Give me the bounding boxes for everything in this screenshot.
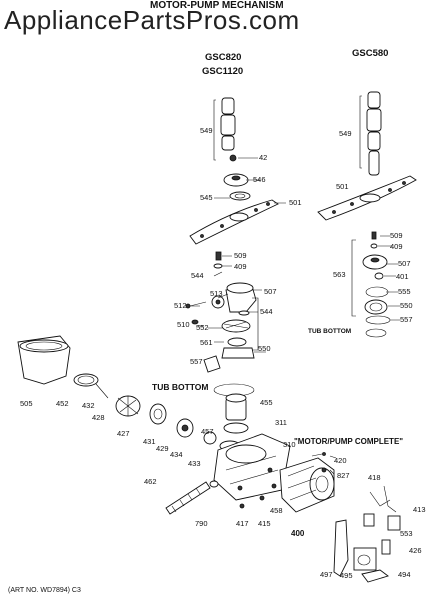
callout-458: 458 — [270, 506, 283, 515]
callout-426: 426 — [409, 546, 422, 555]
callout-409-left: 409 — [234, 262, 247, 271]
callout-427: 427 — [117, 429, 130, 438]
callout-507-right: 507 — [398, 259, 411, 268]
callout-417: 417 — [236, 519, 249, 528]
callout-409-right: 409 — [390, 242, 403, 251]
model-label-gsc820: GSC820 — [205, 52, 242, 63]
callout-512: 512 — [174, 301, 187, 310]
callout-432: 432 — [82, 401, 95, 410]
callout-401: 401 — [396, 272, 409, 281]
art-number: (ART NO. WD7894) C3 — [8, 587, 81, 594]
callout-544-a: 544 — [191, 271, 204, 280]
callout-510: 510 — [177, 320, 190, 329]
callout-494: 494 — [398, 570, 411, 579]
callout-509-right: 509 — [390, 231, 403, 240]
callout-544-b: 544 — [260, 307, 273, 316]
callout-507-left: 507 — [264, 287, 277, 296]
callout-434: 434 — [170, 450, 183, 459]
callout-550-right: 550 — [400, 301, 413, 310]
callout-310: 310 — [283, 440, 296, 449]
callout-400: 400 — [291, 529, 305, 538]
callout-561: 561 — [200, 338, 213, 347]
callout-555: 555 — [398, 287, 411, 296]
callout-550-left: 550 — [258, 344, 271, 353]
callout-563: 563 — [333, 270, 346, 279]
callout-557-right: 557 — [400, 315, 413, 324]
tub-bottom-left: TUB BOTTOM — [152, 382, 209, 392]
callout-428: 428 — [92, 413, 105, 422]
callout-497: 497 — [320, 570, 333, 579]
motor-pump-complete-label: "MOTOR/PUMP COMPLETE" — [294, 437, 404, 446]
callout-455: 455 — [260, 398, 273, 407]
upper-spray-tube-left — [213, 97, 236, 161]
callout-513: 513 — [210, 289, 223, 298]
callout-545: 545 — [200, 193, 213, 202]
callout-42: 42 — [259, 153, 268, 162]
callout-413: 413 — [413, 505, 426, 514]
callout-549-left: 549 — [200, 126, 213, 135]
model-label-gsc580: GSC580 — [352, 48, 389, 59]
callout-509-left: 509 — [234, 251, 247, 260]
callout-827: 827 — [337, 471, 350, 480]
tub-bottom-right: TUB BOTTOM — [308, 328, 352, 335]
callout-790: 790 — [195, 519, 208, 528]
callout-420: 420 — [334, 456, 347, 465]
callout-501-right: 501 — [336, 182, 349, 191]
callout-505: 505 — [20, 399, 33, 408]
callout-431: 431 — [143, 437, 156, 446]
watermark: AppliancePartsPros.com — [4, 5, 300, 35]
callout-433: 433 — [188, 459, 201, 468]
callout-549-right: 549 — [339, 129, 352, 138]
callout-429: 429 — [156, 444, 169, 453]
diagram-title: MOTOR-PUMP MECHANISM — [150, 0, 284, 11]
callout-495: 495 — [340, 571, 353, 580]
callout-452: 452 — [56, 399, 69, 408]
callout-552: 552 — [196, 323, 209, 332]
model-label-gsc1120: GSC1120 — [202, 66, 244, 77]
callout-418: 418 — [368, 473, 381, 482]
callout-557-left: 557 — [190, 357, 203, 366]
callout-415: 415 — [258, 519, 271, 528]
callout-546: 546 — [253, 175, 266, 184]
callout-311: 311 — [275, 418, 287, 427]
callout-462: 462 — [144, 477, 157, 486]
callout-553: 553 — [400, 529, 413, 538]
callout-501-left: 501 — [289, 198, 302, 207]
callout-457: 457 — [201, 427, 214, 436]
